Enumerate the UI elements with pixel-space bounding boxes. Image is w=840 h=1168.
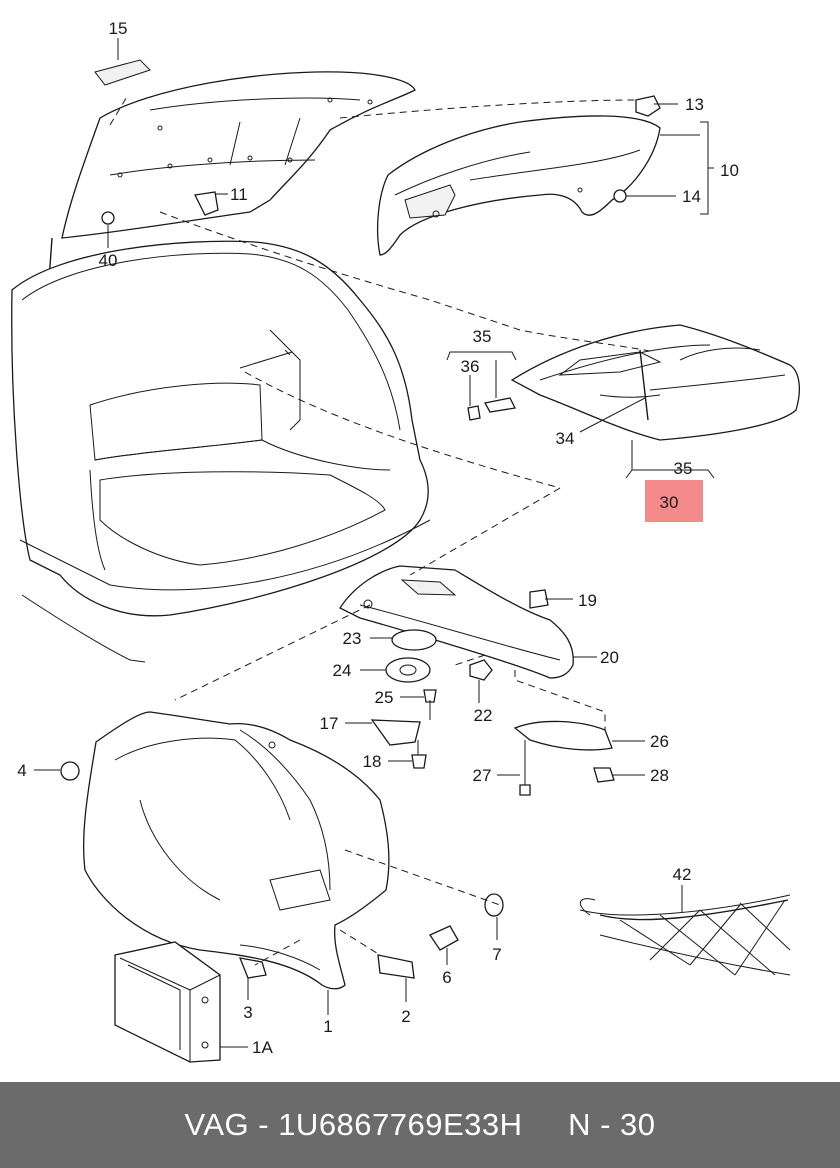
callout-20: 20 [600, 648, 619, 667]
callout-36: 36 [461, 357, 480, 376]
callout-19: 19 [578, 591, 597, 610]
callout-42: 42 [673, 865, 692, 884]
part-number-footer: VAG - 1U6867769E33H N - 30 [0, 1082, 840, 1168]
callout-35-top: 35 [473, 327, 492, 346]
footer-part-number: 1U6867769E33H [278, 1107, 523, 1142]
highlight-part-30 [645, 480, 703, 522]
callout-26: 26 [650, 732, 669, 751]
callout-10: 10 [720, 161, 739, 180]
footer-ref: N - 30 [568, 1107, 656, 1142]
car-body [11, 240, 431, 663]
callout-7: 7 [492, 945, 501, 964]
dashed-guides [109, 94, 656, 966]
leader-lines [34, 38, 700, 1048]
side-trim-panel [83, 711, 390, 990]
speaker-cover-panel [339, 565, 574, 679]
callout-18: 18 [363, 752, 382, 771]
footer-text: VAG - 1U6867769E33H N - 30 [184, 1107, 656, 1142]
callout-28: 28 [650, 766, 669, 785]
callout-3: 3 [243, 1003, 252, 1022]
callout-22: 22 [474, 706, 493, 725]
callout-27: 27 [473, 766, 492, 785]
callout-1: 1 [323, 1017, 332, 1036]
parcel-shelf [510, 324, 801, 441]
first-aid-box [114, 941, 221, 1063]
callout-15: 15 [109, 19, 128, 38]
callout-23: 23 [343, 629, 362, 648]
callout-labels: 15 13 10 14 11 40 35 36 34 35 30 19 23 2… [17, 19, 739, 1057]
brackets [446, 121, 715, 479]
callout-24: 24 [333, 661, 352, 680]
callout-30: 30 [660, 493, 679, 512]
callout-13: 13 [685, 95, 704, 114]
callout-35-bottom: 35 [674, 459, 693, 478]
callout-11: 11 [230, 185, 248, 204]
callout-6: 6 [442, 968, 451, 987]
callout-40: 40 [99, 251, 118, 270]
small-parts [60, 59, 661, 979]
callout-4: 4 [17, 761, 26, 780]
footer-brand: VAG [184, 1107, 250, 1142]
callout-2: 2 [401, 1007, 410, 1026]
callout-34: 34 [556, 429, 575, 448]
callout-14: 14 [682, 187, 701, 206]
callout-25: 25 [375, 688, 394, 707]
lid-trim-panel [376, 115, 661, 256]
callout-17: 17 [320, 714, 339, 733]
callout-1A: 1A [252, 1038, 273, 1057]
parts-diagram: 15 13 10 14 11 40 35 36 34 35 30 19 23 2… [11, 19, 801, 1063]
luggage-net [579, 894, 791, 976]
